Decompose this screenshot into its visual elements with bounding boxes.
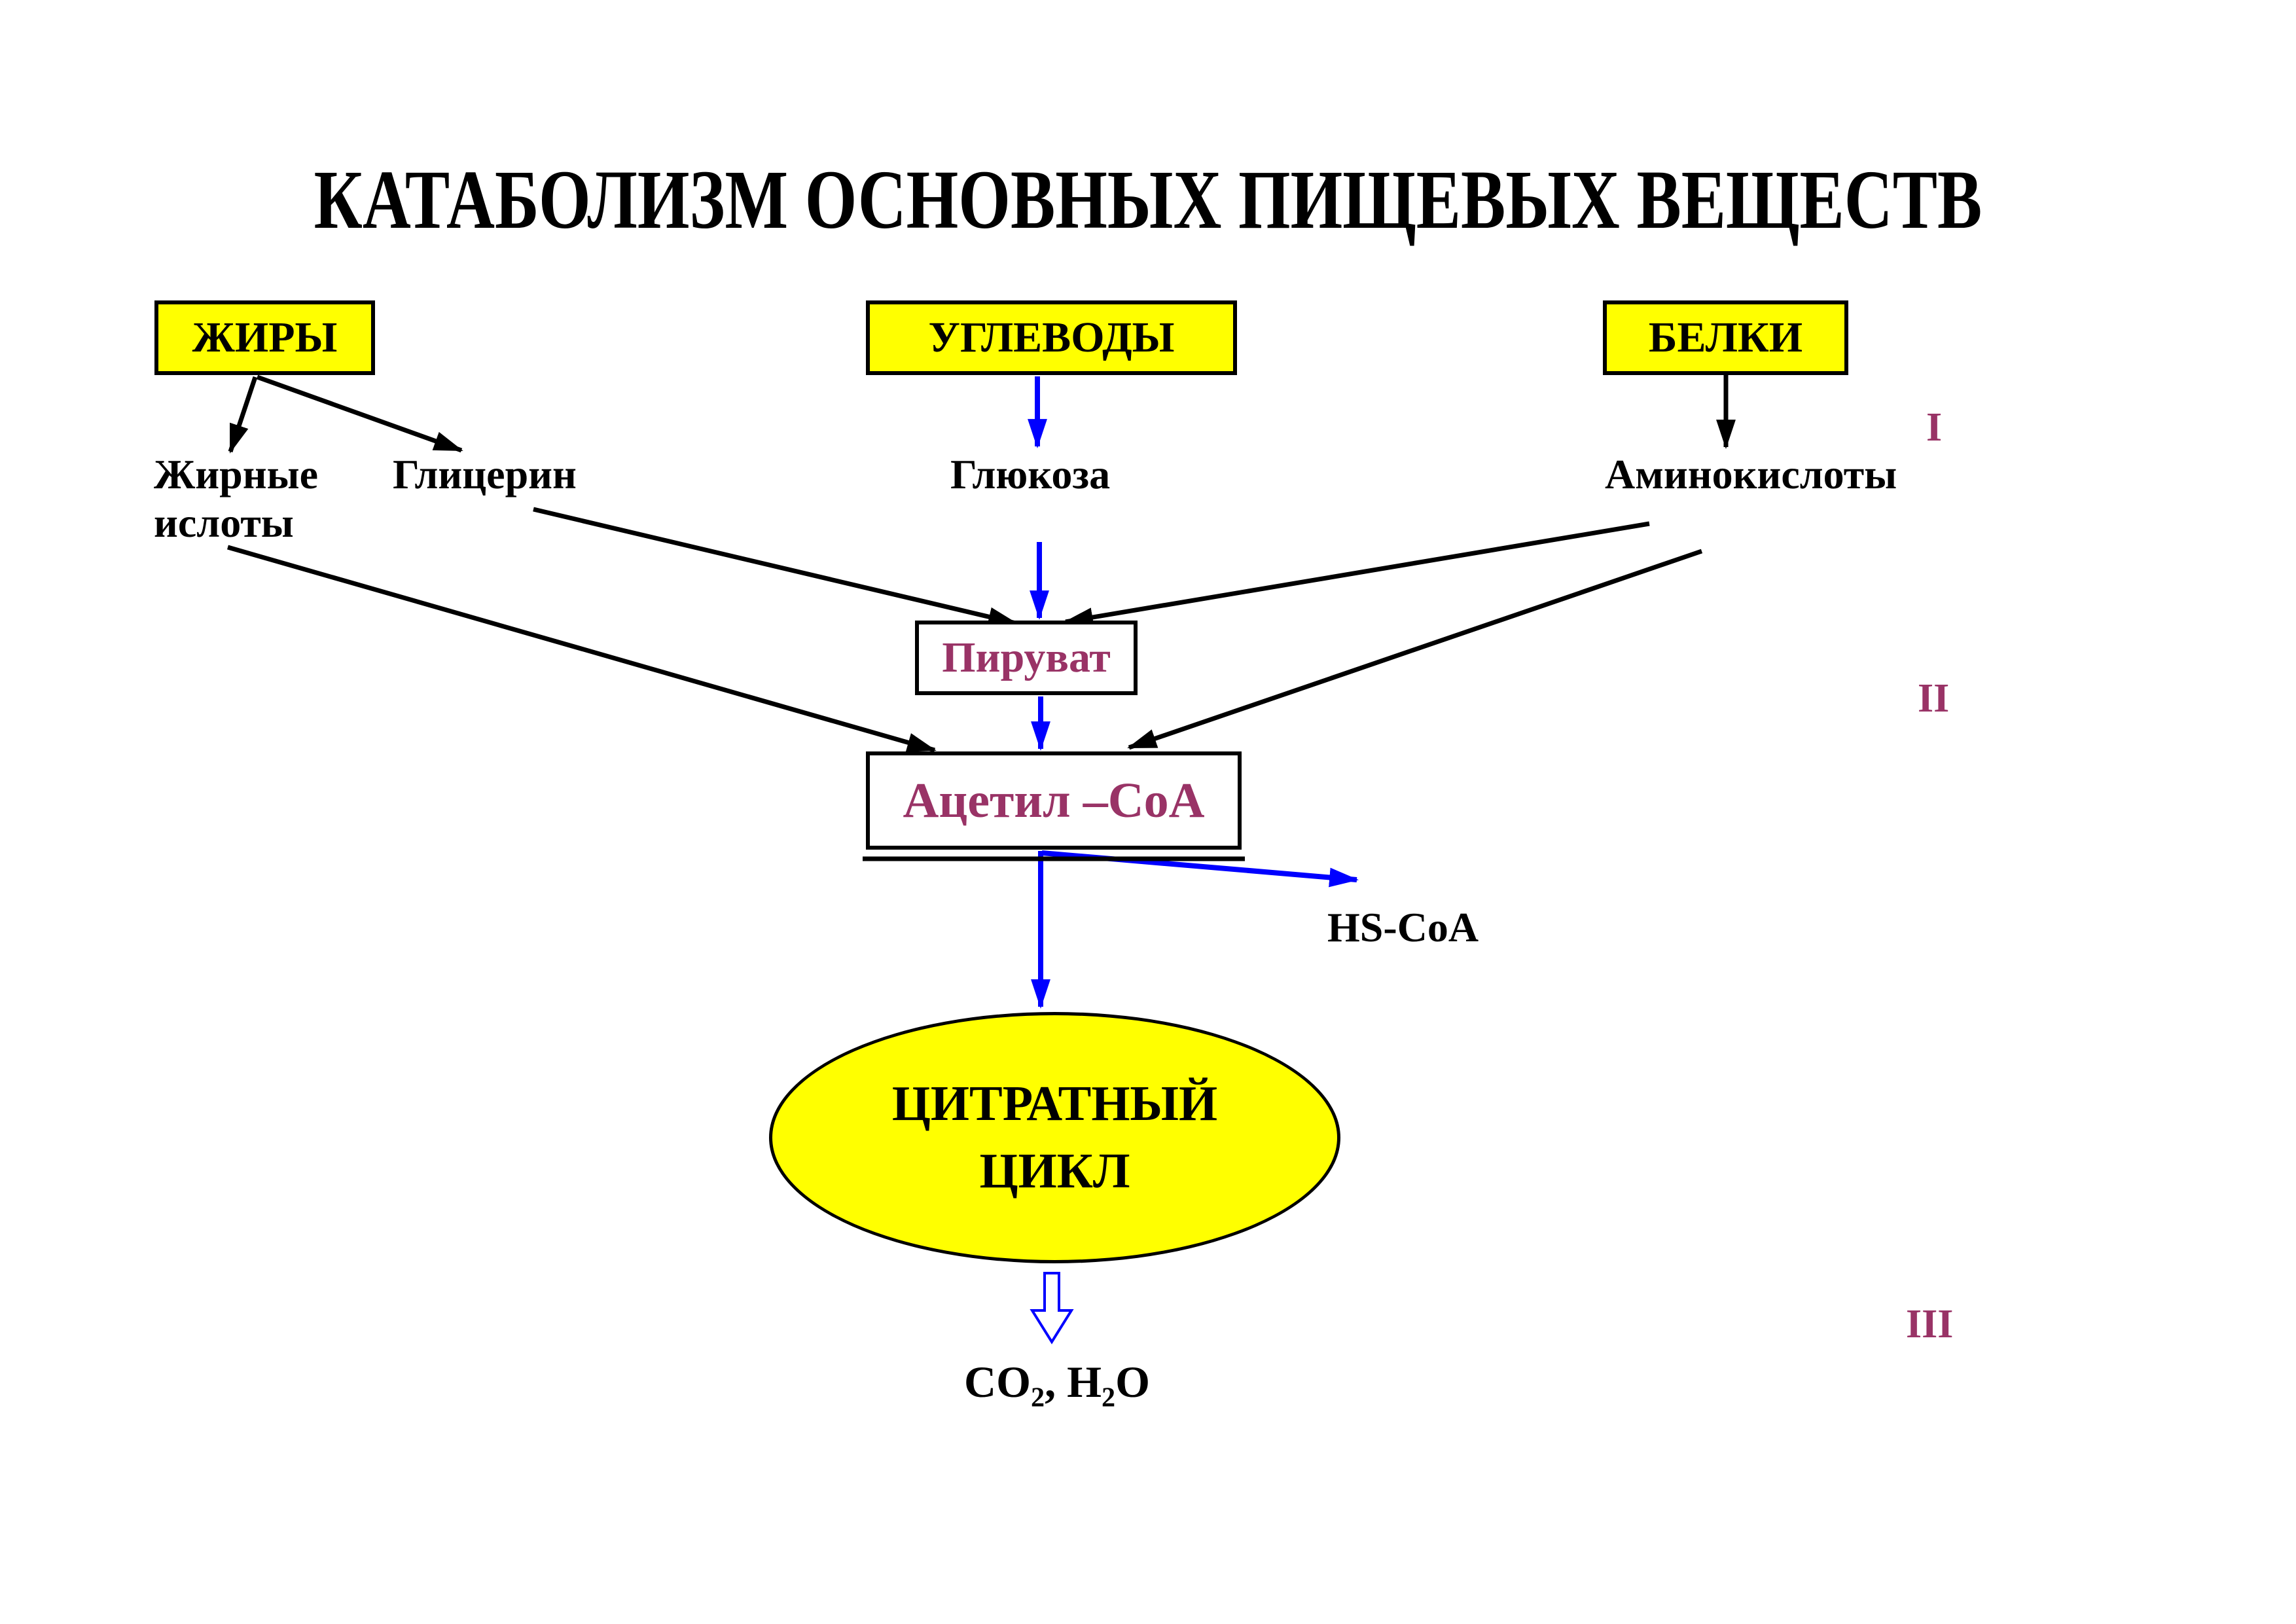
arrow-fatty-acids-to-acetyl-coa — [227, 545, 937, 753]
stage-iii-label: III — [1906, 1302, 1954, 1346]
proteins-box: БЕЛКИ — [1603, 300, 1848, 375]
end-products-h-sub: 2 — [1102, 1382, 1116, 1413]
citrate-cycle-ellipse: ЦИТРАТНЫЙ ЦИКЛ — [769, 1012, 1340, 1263]
end-products-label: CO2, H2O — [913, 1356, 1201, 1414]
arrow-glycerol-to-pyruvate — [533, 507, 1018, 626]
stage-i-label: I — [1926, 405, 1943, 450]
acetyl-coa-box: Ацетил –СоА — [866, 751, 1242, 850]
carbohydrates-box: УГЛЕВОДЫ — [866, 300, 1237, 375]
fatty-acids-label-line2: ислоты — [154, 499, 294, 547]
carbohydrates-box-label: УГЛЕВОДЫ — [928, 314, 1175, 361]
end-products-separator: , — [1045, 1357, 1067, 1407]
glucose-label: Глюкоза — [950, 451, 1111, 497]
fatty-acids-label-line1: Жирные — [154, 451, 318, 497]
fats-box: ЖИРЫ — [154, 300, 375, 375]
citrate-cycle-output-arrow — [1030, 1272, 1074, 1344]
citrate-cycle-label-line1: ЦИТРАТНЫЙ — [891, 1076, 1218, 1132]
fatty-acids-label: Жирные ислоты — [154, 450, 318, 547]
glycerol-label: Глицерин — [393, 451, 577, 497]
end-products-co-sub: 2 — [1031, 1382, 1045, 1413]
amino-acids-label: Аминокислоты — [1605, 451, 1897, 497]
end-products-h: H — [1067, 1357, 1102, 1407]
end-products-co: CO — [964, 1357, 1031, 1407]
arrow-amino-acids-to-acetyl-coa — [1127, 549, 1703, 750]
arrow-acetyl-coa-to-hs-coa — [1041, 850, 1359, 888]
acetyl-coa-box-label: Ацетил –СоА — [903, 772, 1205, 828]
arrow-amino-acids-to-pyruvate — [1064, 521, 1650, 627]
arrow-fats-to-glycerol — [256, 374, 463, 453]
hs-coa-label: HS-CoA — [1327, 904, 1479, 950]
citrate-cycle-label-line2: ЦИКЛ — [979, 1144, 1130, 1199]
proteins-box-label: БЕЛКИ — [1648, 314, 1803, 361]
end-products-o: O — [1115, 1357, 1150, 1407]
pyruvate-box: Пируват — [915, 621, 1138, 695]
arrow-fats-to-fatty-acids — [228, 376, 258, 454]
stage-ii-label: II — [1918, 676, 1950, 721]
pyruvate-box-label: Пируват — [942, 634, 1111, 681]
page-title: КАТАБОЛИЗМ ОСНОВНЫХ ПИЩЕВЫХ ВЕЩЕСТВ — [314, 153, 1982, 246]
fats-box-label: ЖИРЫ — [192, 314, 338, 361]
